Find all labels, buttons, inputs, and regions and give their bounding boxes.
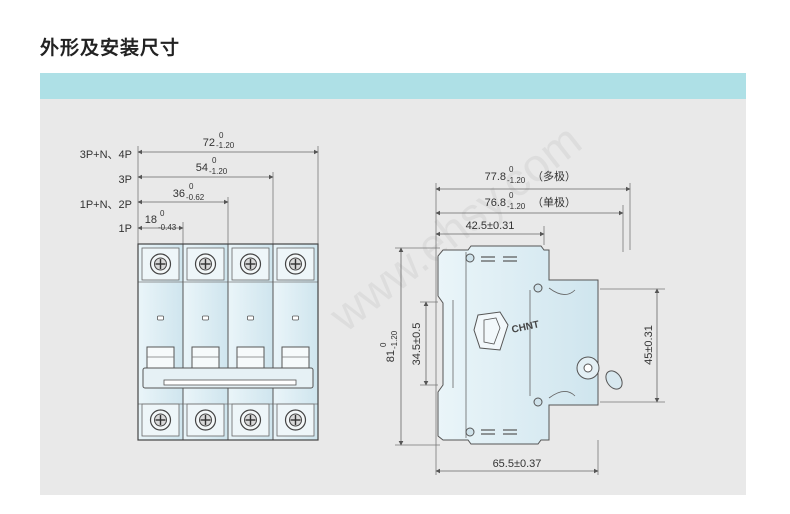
- label-1p: 1P: [119, 223, 132, 235]
- terminal-screw-icon: [194, 253, 217, 275]
- dim-54: 54: [196, 162, 208, 174]
- breaker-pole: [137, 243, 184, 441]
- breaker-pole: [272, 243, 319, 441]
- dim-77-8-lower: -1.20: [507, 176, 526, 185]
- header-band: [40, 73, 746, 99]
- side-body: [437, 245, 599, 445]
- dim-65-5: 65.5±0.37: [493, 458, 542, 470]
- dim-42-5: 42.5±0.31: [466, 220, 515, 232]
- terminal-screw-icon: [284, 409, 307, 431]
- dim-76-8: 76.8: [485, 197, 506, 209]
- dim-18-upper: 0: [160, 209, 165, 218]
- dim-54-upper: 0: [212, 156, 217, 165]
- front-view: 3P+N、4P 3P 1P+N、2P 1P 72 0 -1.20 54 0 -1…: [80, 131, 319, 441]
- terminal-screw-icon: [239, 253, 262, 275]
- label-2p: 1P+N、2P: [80, 199, 132, 211]
- note-multi: （多极）: [532, 169, 576, 183]
- handle-tie-bar: [142, 367, 314, 389]
- dim-81: 81: [385, 350, 397, 362]
- breaker-pole: [227, 243, 274, 441]
- dim-72-lower: -1.20: [216, 141, 235, 150]
- note-single: （单极）: [532, 195, 576, 209]
- dim-76-8-lower: -1.20: [507, 202, 526, 211]
- side-view: 77.8 0 -1.20 （多极） 76.8 0 -1.20 （单极） 42.5…: [379, 165, 665, 475]
- dim-36-lower: -0.62: [186, 193, 205, 202]
- terminal-screw-icon: [239, 409, 262, 431]
- terminal-screw-icon: [284, 253, 307, 275]
- section-title: 外形及安装尺寸: [40, 38, 181, 59]
- terminal-screw-icon: [149, 253, 172, 275]
- label-4p: 3P+N、4P: [80, 149, 132, 161]
- label-3p: 3P: [119, 174, 132, 186]
- dim-77-8-upper: 0: [509, 165, 514, 174]
- dim-34-5: 34.5±0.5: [411, 323, 423, 366]
- terminal-screw-icon: [149, 409, 172, 431]
- terminal-screw-icon: [194, 409, 217, 431]
- dim-81-lower: -1.20: [390, 330, 399, 349]
- dim-45: 45±0.31: [643, 325, 655, 365]
- dim-76-8-upper: 0: [509, 191, 514, 200]
- dim-36: 36: [173, 188, 185, 200]
- breaker-pole: [182, 243, 229, 441]
- front-body-outline: [137, 243, 319, 441]
- dim-77-8: 77.8: [485, 171, 506, 183]
- dim-18: 18: [145, 214, 157, 226]
- dim-54-lower: -1.20: [209, 167, 228, 176]
- dim-36-upper: 0: [189, 182, 194, 191]
- dim-81-upper: 0: [379, 342, 388, 347]
- dim-18-lower: -0.43: [158, 223, 177, 232]
- dim-72: 72: [203, 137, 215, 149]
- dim-72-upper: 0: [219, 131, 224, 140]
